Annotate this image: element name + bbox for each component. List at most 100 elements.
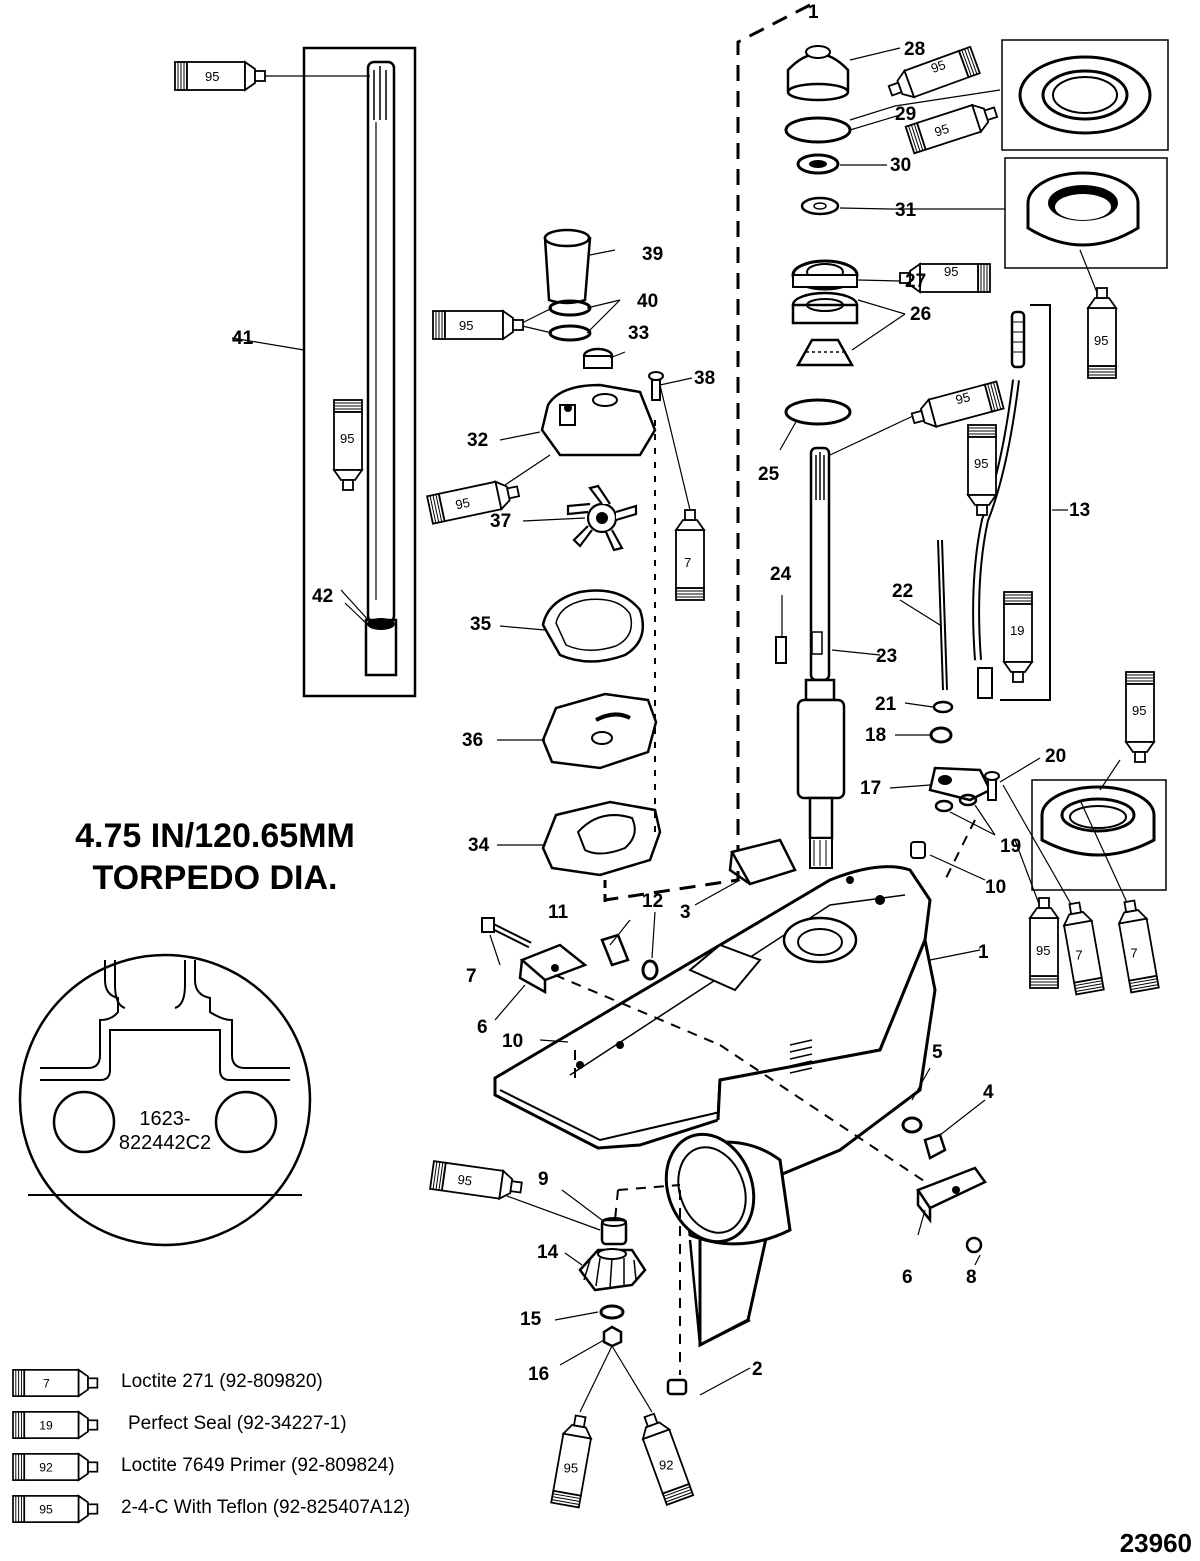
callout-13: 13 — [1069, 500, 1090, 521]
tube-label: 7 — [1075, 948, 1082, 963]
tube-label: 95 — [564, 1461, 578, 1476]
tube-95-cap: 95 — [884, 45, 981, 105]
tube-95-bottom-1: 95 — [1029, 897, 1059, 989]
callout-28: 28 — [904, 39, 925, 60]
seal-detail-box-top — [1001, 39, 1169, 151]
shift-linkage — [567, 304, 1051, 1053]
callout-27: 27 — [905, 271, 926, 292]
svg-text:7: 7 — [43, 1377, 50, 1391]
tube-label: 7 — [684, 555, 691, 570]
tube-95-retainer: 95 — [899, 263, 991, 293]
tube-label: 95 — [1132, 703, 1146, 718]
legend-row: 19 Perfect Seal (92-34227-1) — [8, 1410, 528, 1452]
callout-19a: 19 — [1000, 836, 1021, 857]
driveshaft-bearing-stack — [784, 45, 859, 426]
legend-row: 92 Loctite 7649 Primer (92-809824) — [8, 1452, 528, 1494]
casting-detail-circle — [18, 953, 312, 1247]
tube-label: 95 — [944, 264, 958, 279]
tube-92-nut: 92 — [635, 1409, 695, 1506]
callout-23: 23 — [876, 646, 897, 667]
callout-12: 12 — [642, 891, 663, 912]
svg-text:92: 92 — [39, 1461, 53, 1475]
tube-label: 95 — [1094, 333, 1108, 348]
tube-95-pump: 95 — [426, 476, 522, 525]
legend-text: Loctite 271 (92-809820) — [121, 1371, 323, 1392]
casting-mark-line1: 1623- — [139, 1108, 191, 1130]
callout-35: 35 — [470, 614, 492, 635]
tube-95-shift-shaft: 95 — [967, 424, 997, 516]
tube-label: 95 — [954, 389, 972, 407]
callout-36: 36 — [462, 730, 483, 751]
callout-4: 4 — [983, 1082, 994, 1103]
callout-3: 3 — [680, 902, 691, 923]
callout-10b: 10 — [985, 877, 1006, 898]
casting-mark: 1623- 822442C2 — [85, 1107, 245, 1155]
svg-text:19: 19 — [39, 1419, 53, 1433]
tube-label: 95 — [205, 69, 219, 84]
tube-label: 19 — [1010, 623, 1024, 638]
tube-label: 7 — [1130, 946, 1137, 961]
callout-15: 15 — [520, 1309, 542, 1330]
callout-25: 25 — [758, 464, 780, 485]
sealant-tubes: 95 95 95 95 7 95 95 95 95 95 19 95 95 95… — [174, 45, 1160, 1509]
legend-row: 7 Loctite 271 (92-809820) — [8, 1368, 528, 1410]
callout-40: 40 — [637, 291, 658, 312]
callout-37: 37 — [490, 511, 511, 532]
tube-label: 95 — [457, 1172, 473, 1189]
callout-22: 22 — [892, 581, 913, 602]
callout-21: 21 — [875, 694, 897, 715]
driveshaft-panel — [302, 46, 417, 698]
tube-icon: 92 — [12, 1453, 99, 1481]
tube-95-bearing: 95 — [429, 1160, 524, 1203]
tube-label: 95 — [929, 57, 948, 76]
callout-38: 38 — [694, 368, 715, 389]
callout-42: 42 — [312, 586, 333, 607]
callout-30: 30 — [890, 155, 911, 176]
tube-7-bottom-3: 7 — [1114, 898, 1160, 994]
callout-1: 1 — [978, 942, 989, 963]
callout-31: 31 — [895, 200, 917, 221]
torpedo-diameter-note: 4.75 IN/120.65MM TORPEDO DIA. — [30, 815, 400, 899]
callout-41: 41 — [232, 328, 254, 349]
tube-95-shaft-mid: 95 — [333, 399, 363, 491]
tube-label: 92 — [659, 1457, 673, 1472]
callout-17: 17 — [860, 778, 881, 799]
tube-icon: 7 — [12, 1369, 99, 1397]
tube-label: 95 — [340, 431, 354, 446]
casting-mark-line2: 822442C2 — [118, 1132, 212, 1154]
hardware — [481, 371, 987, 1396]
tube-label: 95 — [974, 456, 988, 471]
spacer-detail-box — [1004, 157, 1168, 269]
tube-95-shaft-top-right: 95 — [908, 380, 1005, 433]
callout-7: 7 — [466, 966, 477, 987]
legend-text: Perfect Seal (92-34227-1) — [128, 1413, 347, 1434]
callout-20: 20 — [1045, 746, 1066, 767]
leader-lines — [231, 47, 1136, 1413]
callout-6b: 6 — [902, 1267, 913, 1288]
callout-24: 24 — [770, 564, 792, 585]
sealant-legend: 7 Loctite 271 (92-809820) 19 Perfect Sea… — [8, 1368, 528, 1536]
tube-icon: 19 — [12, 1411, 99, 1439]
callout-32: 32 — [467, 430, 488, 451]
legend-text: Loctite 7649 Primer (92-809824) — [121, 1455, 395, 1476]
callout-6a: 6 — [477, 1017, 488, 1038]
tube-icon: 95 — [12, 1495, 99, 1523]
callout-14: 14 — [537, 1242, 559, 1263]
tube-7-pump-screw: 7 — [675, 509, 705, 601]
tube-label: 95 — [1036, 943, 1050, 958]
legend-text: 2-4-C With Teflon (92-825407A12) — [121, 1497, 411, 1518]
callout-2: 2 — [752, 1359, 763, 1380]
water-pump-stack — [540, 228, 662, 877]
tube-95-oring-29: 95 — [904, 97, 1001, 155]
callout-16: 16 — [528, 1364, 549, 1385]
tube-95-shaft-top: 95 — [174, 61, 266, 91]
callout-34: 34 — [468, 835, 490, 856]
callout-11: 11 — [548, 902, 569, 923]
tube-7-nut: 95 — [550, 1413, 596, 1509]
figure-number: 23960 — [1119, 1528, 1192, 1558]
torpedo-note-line1: 4.75 IN/120.65MM — [75, 817, 355, 855]
callout-29: 29 — [895, 104, 916, 125]
legend-row: 95 2-4-C With Teflon (92-825407A12) — [8, 1494, 528, 1536]
callout-9: 9 — [538, 1169, 549, 1190]
tube-label: 95 — [933, 121, 951, 140]
